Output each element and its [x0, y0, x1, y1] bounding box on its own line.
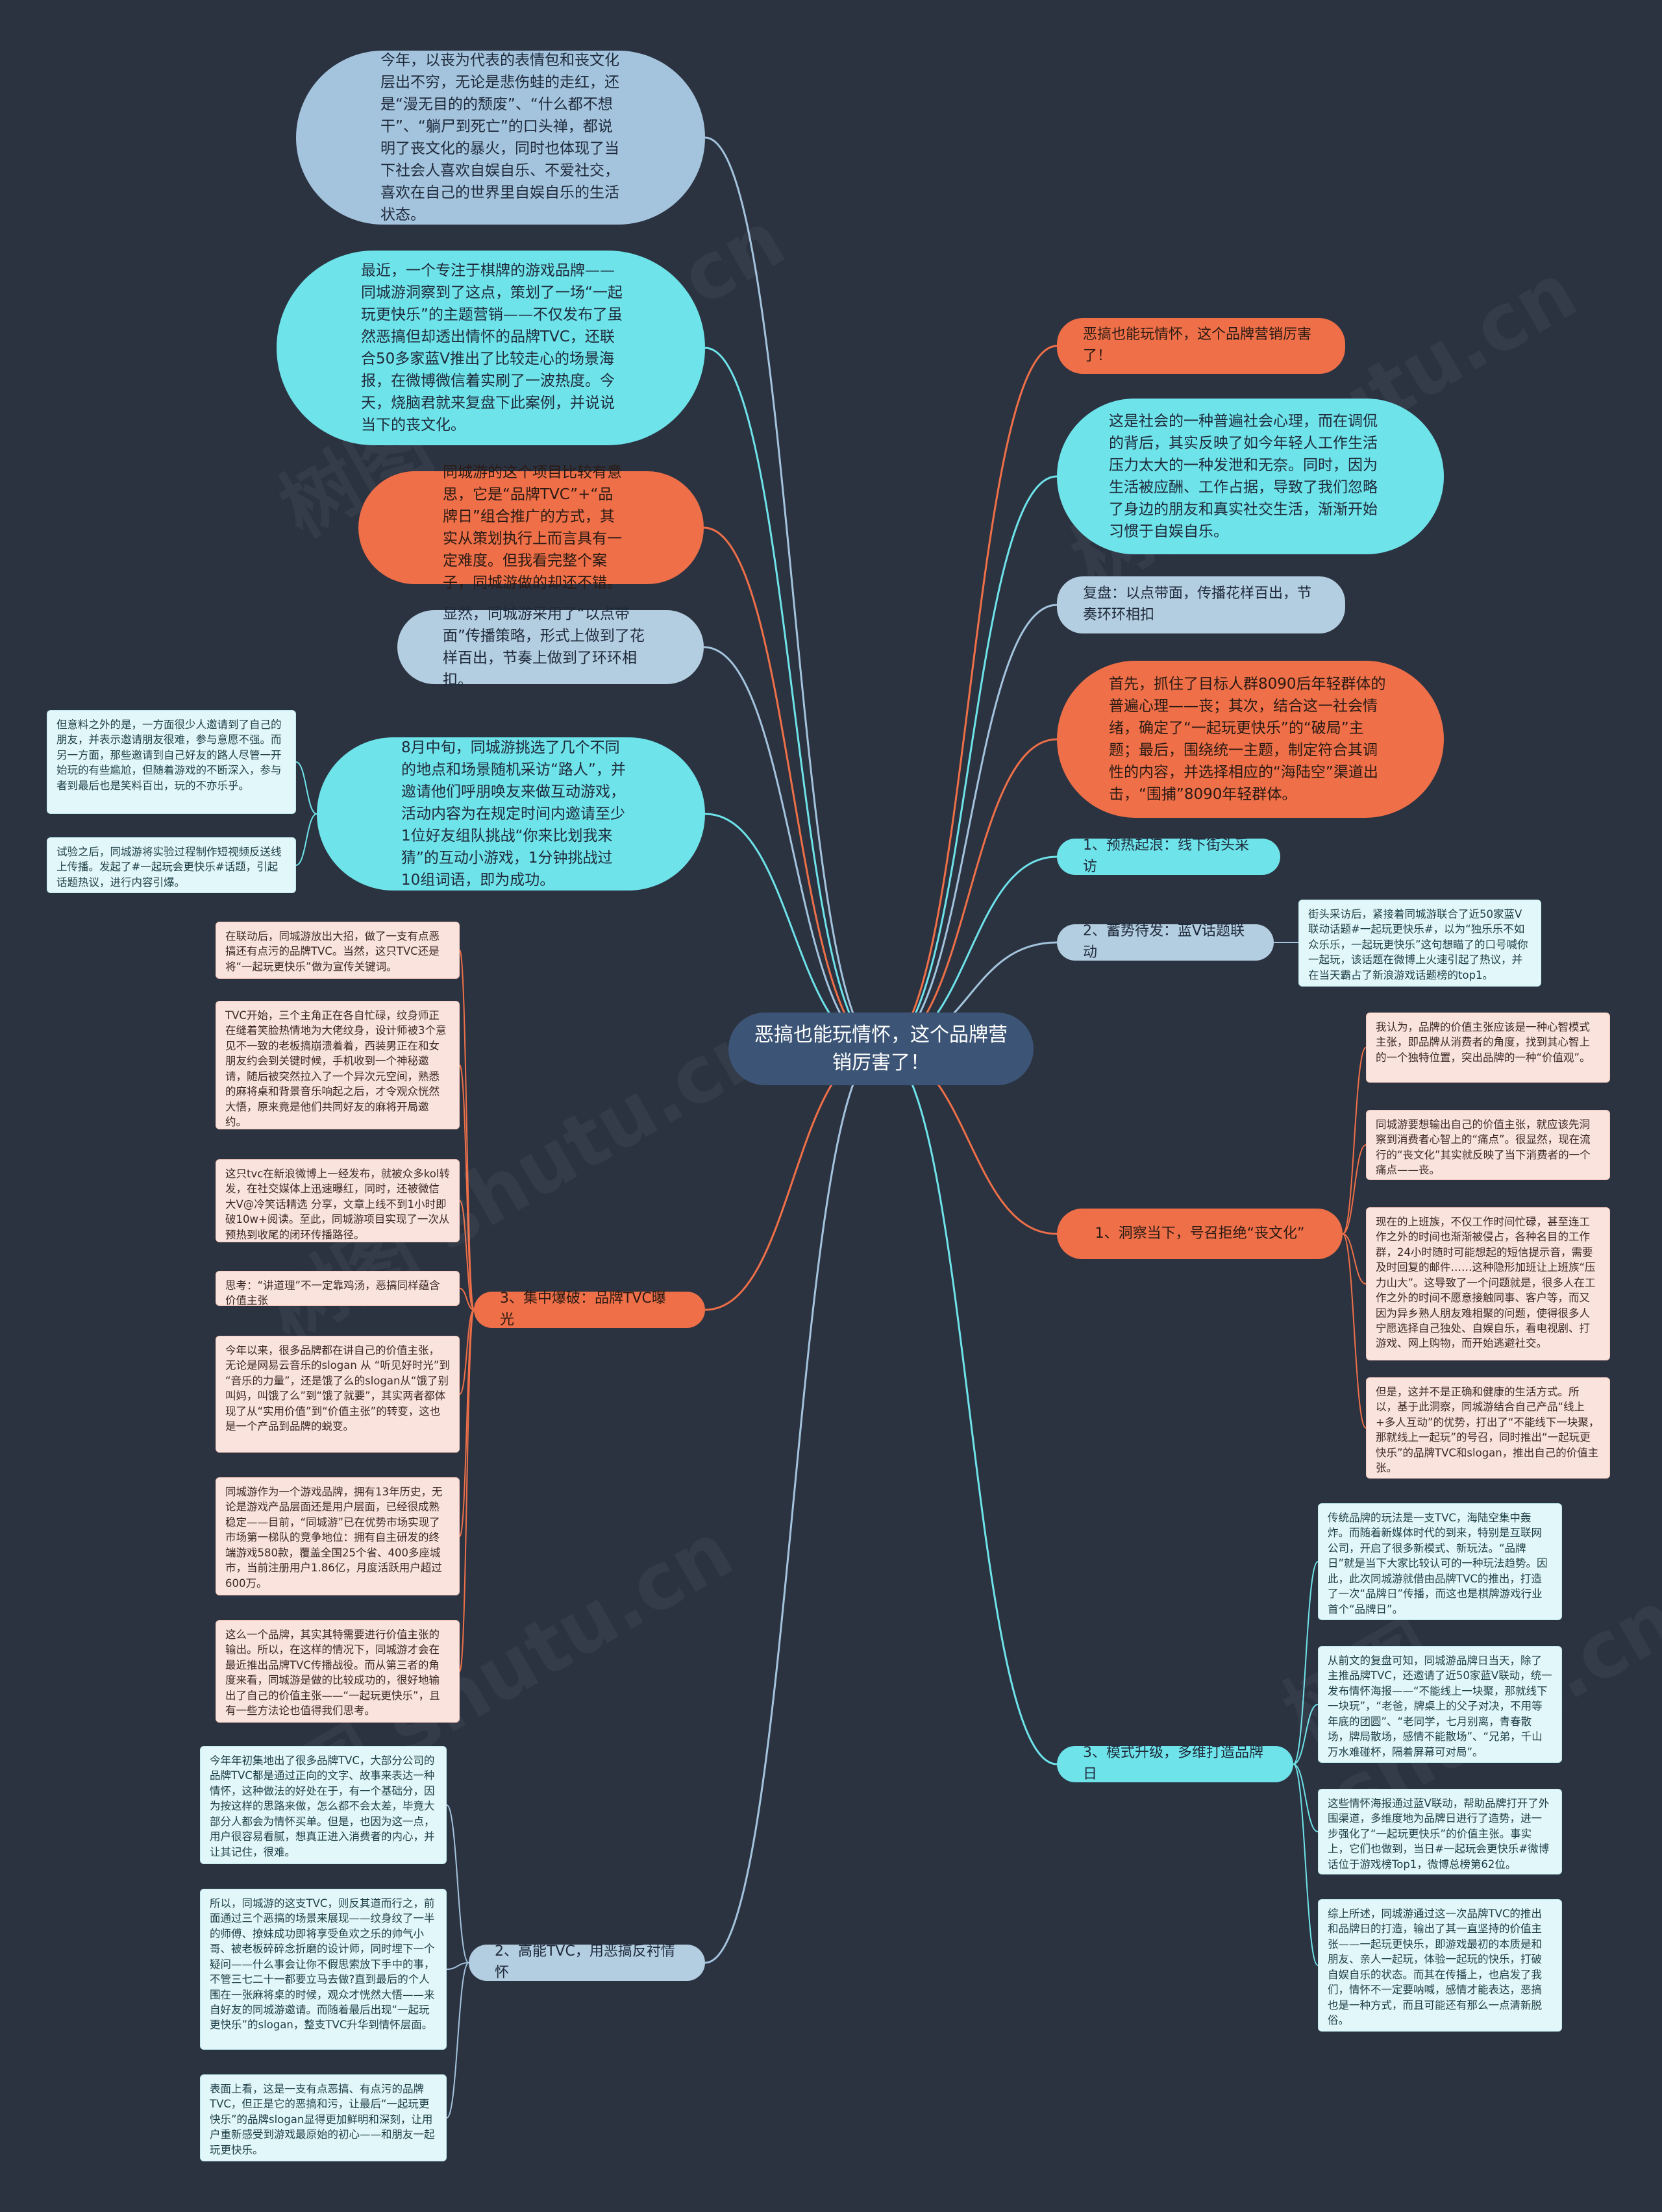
connector-line — [704, 1048, 882, 1964]
bubble-text: 8月中旬，同城游挑选了几个不同的地点和场景随机采访“路人”，并邀请他们呼朋唤友来… — [401, 739, 626, 889]
connector-line — [703, 526, 882, 1050]
note-brand-history: 同城游作为一个游戏品牌，拥有13年历史，无论是游戏产品层面还是用户层面，已经很成… — [216, 1477, 460, 1595]
central-topic-label: 恶搞也能玩情怀，这个品牌营销厉害了！ — [754, 1023, 1008, 1075]
branch-brand-day[interactable]: 3、模式升级，多维打造品牌日 — [1057, 1745, 1293, 1782]
note-value-output: 这么一个品牌，其实其特需要进行价值主张的输出。所以，在这样的情况下，同城游才会在… — [216, 1620, 460, 1723]
connector-line — [459, 1064, 475, 1310]
branch-spoof-tvc[interactable]: 2、高能TVC，用恶搞反衬情怀 — [469, 1943, 705, 1981]
bubble-title-echo[interactable]: 恶搞也能玩情怀，这个品牌营销厉害了！ — [1057, 318, 1345, 374]
bubble-combo-promotion[interactable]: 同城游的这个项目比较有意思，它是“品牌TVC”+“品牌日”组合推广的方式，其实从… — [358, 464, 704, 591]
connector-line — [1342, 1047, 1367, 1235]
connector-line — [704, 136, 882, 1050]
connector-line — [1293, 1561, 1319, 1765]
bubble-text: 同城游的这个项目比较有意思，它是“品牌TVC”+“品牌日”组合推广的方式，其实从… — [443, 463, 622, 592]
bubble-text: 今年，以丧为代表的表情包和丧文化层出不穷，无论是悲伤蛙的走红，还是“漫无目的的颓… — [380, 51, 619, 224]
note-slogans: 今年以来，很多品牌都在讲自己的价值主张，无论是网易云音乐的slogan 从 “听… — [216, 1336, 460, 1453]
connector-line — [295, 761, 317, 815]
note-blue-v-effect: 这些情怀海报通过蓝V联动，帮助品牌打开了外围渠道，多维度地为品牌日进行了造势，进… — [1318, 1789, 1562, 1874]
note-office-worker: 现在的上班族，不仅工作时间忙碌，甚至连工作之外的时间也渐渐被侵占，各种名目的工作… — [1366, 1207, 1610, 1360]
bubble-text: 最近，一个专注于棋牌的游戏品牌——同城游洞察到了这点，策划了一场“一起玩更快乐”… — [361, 262, 623, 434]
bubble-text: 首先，抓住了目标人群8090后年轻群体的普遍心理——丧；其次，结合这一社会情绪，… — [1109, 675, 1386, 804]
bubble-strategy[interactable]: 显然，同城游采用了“以点带面”传播策略，形式上做到了花样百出，节奏上做到了环环相… — [397, 606, 704, 689]
central-topic[interactable]: 恶搞也能玩情怀，这个品牌营销厉害了！ — [728, 1013, 1034, 1085]
connector-line — [1342, 1144, 1367, 1235]
bubble-sang-culture[interactable]: 今年，以丧为代表的表情包和丧文化层出不穷，无论是悲伤蛙的走红，还是“漫无目的的颓… — [296, 51, 705, 225]
connector-line — [880, 475, 1058, 1050]
connector-line — [704, 347, 882, 1050]
connector-line — [880, 345, 1058, 1050]
branch-blue-v[interactable]: 2、蓄势待发：蓝V话题联动 — [1057, 923, 1274, 961]
note-blue-v: 街头采访后，紧接着同城游联合了近50家蓝V联动话题#一起玩更快乐#，以为“独乐乐… — [1298, 900, 1541, 987]
bubble-social-psychology[interactable]: 这是社会的一种普遍社会心理，而在调侃的背后，其实反映了如今年轻人工作生活压力太大… — [1057, 399, 1444, 554]
connector-line — [295, 813, 317, 866]
connector-line — [880, 738, 1058, 1050]
note-tvc-trend: 今年年初集地出了很多品牌TVC，大部分公司的品牌TVC都是通过正向的文字、故事来… — [200, 1746, 447, 1864]
note-pain-point: 同城游要想输出自己的价值主张，就应该先洞察到消费者心智上的“痛点”。很显然，现在… — [1366, 1110, 1610, 1180]
note-unexpected: 但意料之外的是，一方面很少人邀请到了自己的朋友，并表示邀请朋友很难，参与意愿不强… — [47, 710, 296, 814]
branch-tvc-burst[interactable]: 3、集中爆破：品牌TVC曝光 — [474, 1290, 705, 1328]
bubble-text: 复盘：以点带面，传播花样百出，节奏环环相扣 — [1083, 585, 1312, 623]
branch-label: 2、高能TVC，用恶搞反衬情怀 — [495, 1943, 675, 1981]
branch-label: 3、模式升级，多维打造品牌日 — [1083, 1745, 1263, 1782]
connector-line — [880, 604, 1058, 1050]
note-posters: 从前文的复盘可知，同城游品牌日当天，除了主推品牌TVC，还邀请了近50家蓝V联动… — [1318, 1646, 1562, 1763]
connector-line — [880, 1048, 1058, 1765]
connector-line — [459, 1200, 475, 1310]
note-tvc-plot: TVC开始，三个主角正在各自忙碌，纹身师正在缝着笑脸热情地为大佬纹身，设计师被3… — [216, 1001, 460, 1129]
bubble-target-group[interactable]: 首先，抓住了目标人群8090后年轻群体的普遍心理——丧；其次，结合这一社会情绪，… — [1057, 661, 1444, 818]
connector-line — [446, 1804, 469, 1963]
connector-line — [1293, 1704, 1319, 1765]
branch-label: 3、集中爆破：品牌TVC曝光 — [500, 1290, 666, 1328]
note-surface: 表面上看，这是一支有点恶搞、有点污的品牌TVC，但正是它的恶搞和污，让最后“一起… — [200, 2074, 447, 2161]
note-summary: 综上所述，同城游通过这一次品牌TVC的推出和品牌日的打造，输出了其一直坚持的价值… — [1318, 1899, 1562, 2032]
note-tvc-spread: 这只tvc在新浪微博上一经发布，就被众多kol转发，在社交媒体上迅速曝红，同时，… — [216, 1159, 460, 1242]
connector-line — [1342, 1233, 1367, 1429]
connector-line — [459, 1288, 475, 1310]
branch-label: 1、预热起浪：线下街头采访 — [1083, 837, 1249, 875]
bubble-review[interactable]: 复盘：以点带面，传播花样百出，节奏环环相扣 — [1057, 576, 1345, 633]
note-value-proposition: 我认为，品牌的价值主张应该是一种心智模式主张，即品牌从消费者的角度，找到其心智上… — [1366, 1013, 1610, 1083]
connector-line — [459, 1309, 475, 1672]
bubble-text: 恶搞也能玩情怀，这个品牌营销厉害了！ — [1083, 326, 1312, 364]
branch-label: 2、蓄势待发：蓝V话题联动 — [1083, 923, 1245, 961]
bubble-tongchengyou-intro[interactable]: 最近，一个专注于棋牌的游戏品牌——同城游洞察到了这点，策划了一场“一起玩更快乐”… — [277, 251, 705, 445]
note-healthy-life: 但是，这并不是正确和健康的生活方式。所以，基于此洞察，同城游结合自己产品“线上+… — [1366, 1377, 1610, 1479]
branch-label: 1、洞察当下，号召拒绝“丧文化” — [1095, 1225, 1305, 1242]
bubble-text: 显然，同城游采用了“以点带面”传播策略，形式上做到了花样百出，节奏上做到了环环相… — [443, 605, 645, 689]
branch-warmup[interactable]: 1、预热起浪：线下街头采访 — [1057, 837, 1280, 875]
note-reverse-approach: 所以，同城游的这支TVC，则反其道而行之，前面通过三个恶搞的场景来展现——纹身纹… — [200, 1889, 447, 2050]
note-experiment: 试验之后，同城游将实验过程制作短视频反送线上传播。发起了#一起玩会更快乐#话题，… — [47, 837, 296, 893]
bubble-text: 这是社会的一种普遍社会心理，而在调侃的背后，其实反映了如今年轻人工作生活压力太大… — [1109, 412, 1378, 541]
note-tvc-release: 在联动后，同城游放出大招，做了一支有点恶搞还有点污的品牌TVC。当然，这只TVC… — [216, 922, 460, 979]
note-thinking: 思考：“讲道理”不一定靠鸡汤，恶搞同样蕴含价值主张 — [216, 1271, 460, 1307]
connector-line — [459, 1309, 475, 1395]
connector-line — [1293, 1763, 1319, 1966]
bubble-street-interview[interactable]: 8月中旬，同城游挑选了几个不同的地点和场景随机采访“路人”，并邀请他们呼朋唤友来… — [317, 737, 705, 891]
connector-line — [1293, 1763, 1319, 1832]
branch-insight[interactable]: 1、洞察当下，号召拒绝“丧文化” — [1057, 1209, 1343, 1259]
connector-line — [446, 1962, 469, 2119]
note-traditional: 传统品牌的玩法是一支TVC，海陆空集中轰炸。而随着新媒体时代的到来，特别是互联网… — [1318, 1503, 1562, 1620]
connector-line — [1342, 1233, 1367, 1284]
connector-line — [446, 1962, 469, 1970]
